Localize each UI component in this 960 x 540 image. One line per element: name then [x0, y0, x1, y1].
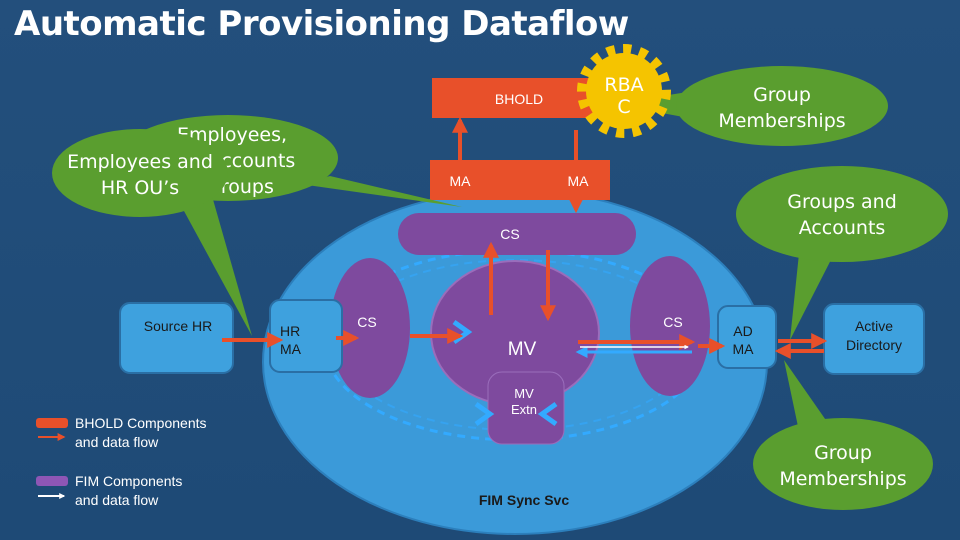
- callout-employees-hr-ous: Employees and HR OU’s: [52, 129, 252, 336]
- rbac-gear: RBA C: [577, 44, 671, 138]
- mv-extn-box: [487, 371, 565, 445]
- cs-top-label: CS: [500, 226, 519, 242]
- legend-fim-label-2: and data flow: [75, 492, 159, 508]
- ma-bar: [430, 160, 610, 200]
- callout-employees-hr-1: Employees and: [67, 151, 213, 173]
- hr-ma-label-2: MA: [280, 341, 302, 357]
- callout-employees-accounts-2: Accounts: [209, 150, 296, 172]
- callout-group-memberships-bottom-1: Group: [814, 442, 872, 464]
- cs-left-ellipse: [330, 258, 410, 398]
- fim-sync-svc-label: FIM Sync Svc: [479, 492, 569, 508]
- source-hr-label: Source HR: [144, 318, 212, 334]
- blue-chevron-right: [537, 401, 558, 427]
- hr-ma-label-1: HR: [280, 323, 300, 339]
- callout-groups-accounts-2: Accounts: [799, 217, 886, 239]
- callout-group-memberships-top: Group Memberships: [612, 66, 888, 146]
- ad-ma-box: [717, 305, 777, 369]
- bhold-label: BHOLD: [495, 91, 543, 107]
- cs-right-label: CS: [663, 314, 682, 330]
- rbac-label-1: RBA: [604, 74, 643, 96]
- legend-fim: FIM Components and data flow: [36, 473, 182, 508]
- callout-employees-hr-2: HR OU’s: [101, 177, 179, 199]
- ad-ma-label-1: AD: [733, 323, 752, 339]
- callout-employees-accounts-1: Employees,: [177, 124, 287, 146]
- page-title: Automatic Provisioning Dataflow: [14, 4, 629, 44]
- rbac-label-2: C: [617, 96, 630, 118]
- callout-group-memberships-bottom-2: Memberships: [779, 468, 906, 490]
- mv-extn-label-2: Extn: [511, 402, 537, 417]
- ma-right-label: MA: [568, 173, 590, 189]
- legend-fim-swatch: [36, 476, 68, 486]
- mv-label: MV: [508, 339, 537, 360]
- callout-group-memberships-bottom: Group Memberships: [753, 360, 933, 510]
- ma-left-label: MA: [450, 173, 472, 189]
- legend-bhold-swatch: [36, 418, 68, 428]
- ad-ma-label-2: MA: [733, 341, 755, 357]
- cs-top-stadium: [398, 213, 636, 255]
- legend-bhold: BHOLD Components and data flow: [36, 415, 207, 450]
- callout-group-memberships-top-1: Group: [753, 84, 811, 106]
- blue-chevron-extn: [474, 401, 495, 427]
- active-directory-label-2: Directory: [846, 337, 902, 353]
- source-hr-box: [119, 302, 234, 374]
- cs-right-ellipse: [630, 256, 710, 396]
- cs-left-label: CS: [357, 314, 376, 330]
- legend-bhold-label-2: and data flow: [75, 434, 159, 450]
- callout-group-memberships-top-2: Memberships: [718, 110, 845, 132]
- callout-groups-and-accounts: Groups and Accounts: [736, 166, 948, 340]
- mv-extn-label-1: MV: [514, 386, 534, 401]
- legend-bhold-label-1: BHOLD Components: [75, 415, 207, 431]
- callout-groups-accounts-1: Groups and: [787, 191, 897, 213]
- legend-fim-label-1: FIM Components: [75, 473, 182, 489]
- active-directory-label-1: Active: [855, 318, 893, 334]
